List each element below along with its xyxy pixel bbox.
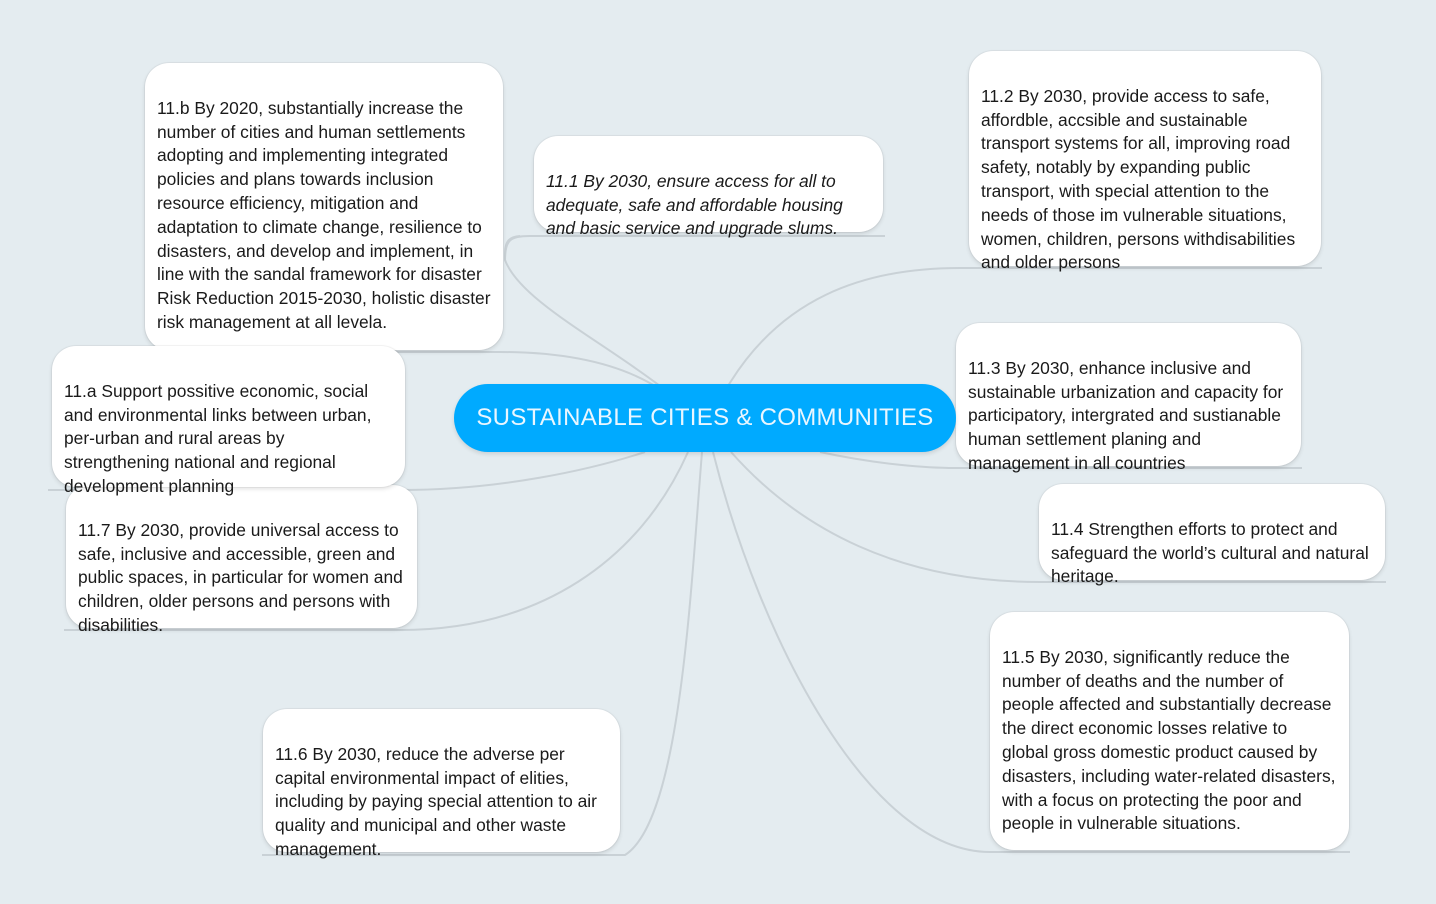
node-11b-text: 11.b By 2020, substantially increase the… [157,97,491,332]
central-topic-label: SUSTAINABLE CITIES & COMMUNITIES [476,404,934,431]
node-11-1-text: 11.1 By 2030, ensure access for all to a… [546,170,843,239]
node-11-6[interactable]: 11.6 By 2030, reduce the adverse per cap… [263,709,620,859]
node-11a[interactable]: 11.a Support possitive economic, social … [52,346,405,496]
node-11-2-text: 11.2 By 2030, provide access to safe, af… [981,85,1296,273]
node-11-3-text: 11.3 By 2030, enhance inclusive and sust… [968,357,1284,473]
node-11a-text: 11.a Support possitive economic, social … [64,380,372,496]
central-topic[interactable]: SUSTAINABLE CITIES & COMMUNITIES [454,384,956,452]
node-11-4-text: 11.4 Strengthen efforts to protect and s… [1051,518,1369,587]
node-11-2[interactable]: 11.2 By 2030, provide access to safe, af… [969,51,1321,272]
node-11-3[interactable]: 11.3 By 2030, enhance inclusive and sust… [956,323,1301,473]
node-11-5[interactable]: 11.5 By 2030, significantly reduce the n… [990,612,1349,850]
node-11b[interactable]: 11.b By 2020, substantially increase the… [145,63,503,350]
node-11-6-text: 11.6 By 2030, reduce the adverse per cap… [275,743,597,859]
node-11-7-text: 11.7 By 2030, provide universal access t… [78,519,403,635]
connector-11b [503,235,661,387]
node-11-7[interactable]: 11.7 By 2030, provide universal access t… [66,485,417,635]
node-11-1[interactable]: 11.1 By 2030, ensure access for all to a… [534,136,883,238]
node-11-4[interactable]: 11.4 Strengthen efforts to protect and s… [1039,484,1385,586]
node-11-5-text: 11.5 By 2030, significantly reduce the n… [1002,646,1336,834]
